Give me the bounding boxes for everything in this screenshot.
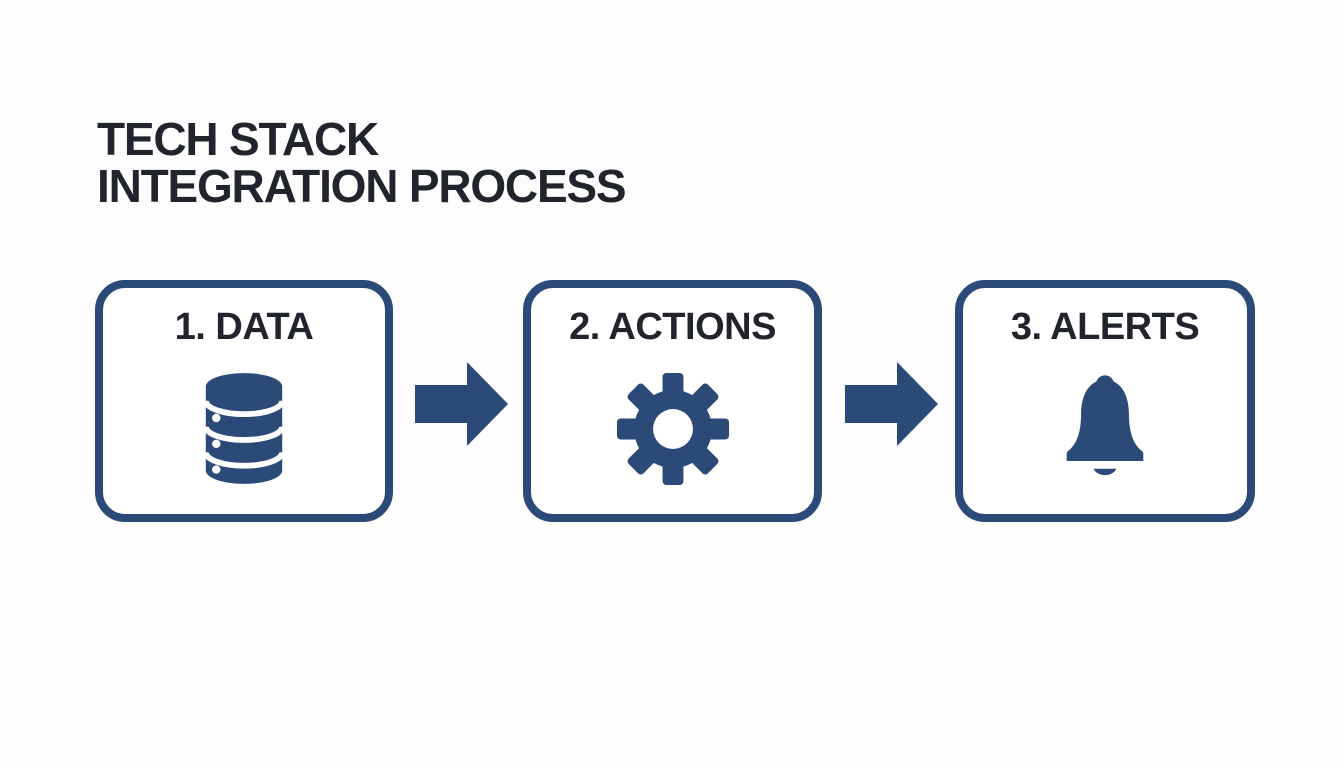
gear-icon — [531, 349, 814, 514]
page-title: TECH STACK INTEGRATION PROCESS — [97, 113, 627, 212]
step-label: 1. DATA — [174, 306, 314, 348]
step-box-actions: 2. ACTIONS — [523, 280, 822, 522]
step-label: 3. ALERTS — [1010, 306, 1200, 348]
arrow-right-icon — [845, 361, 939, 447]
arrow-right-icon — [415, 361, 509, 447]
page-title-line-2: INTEGRATION PROCESS — [97, 160, 627, 212]
bell-icon — [963, 349, 1247, 514]
step-box-alerts: 3. ALERTS — [955, 280, 1255, 522]
page-title-line-1: TECH STACK — [97, 113, 379, 165]
step-label: 2. ACTIONS — [569, 306, 776, 348]
step-box-data: 1. DATA — [95, 280, 393, 522]
database-icon — [103, 349, 385, 514]
